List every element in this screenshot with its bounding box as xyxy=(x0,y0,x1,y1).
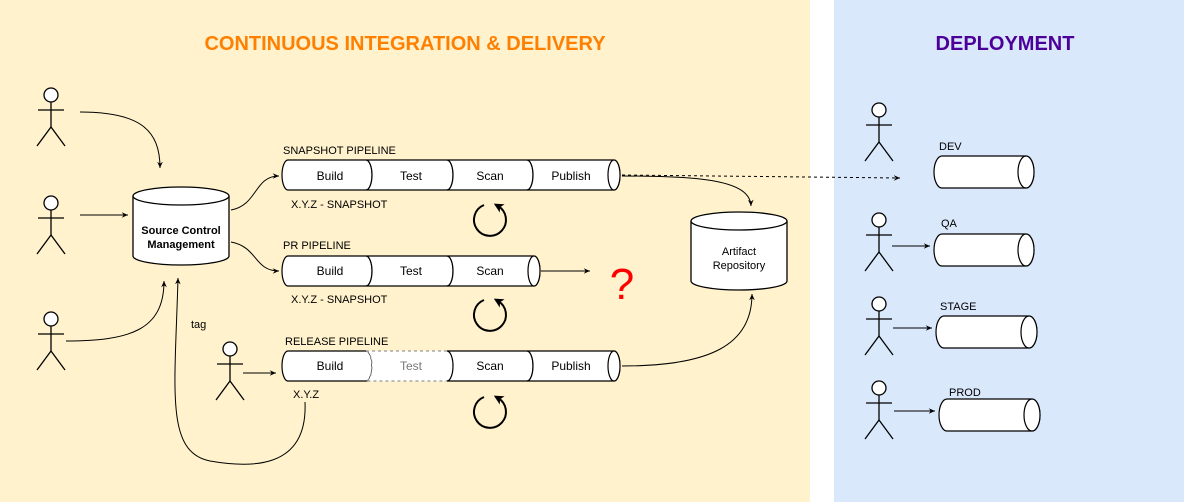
pr-repeat-icon xyxy=(472,298,507,332)
commit-connector-1 xyxy=(79,111,163,169)
release-version-label: X.Y.Z xyxy=(293,389,319,401)
release-repeat-icon xyxy=(472,395,507,429)
ci-panel-title: CONTINUOUS INTEGRATION & DELIVERY xyxy=(204,33,606,55)
release-pipeline xyxy=(281,350,621,382)
tag-label: tag xyxy=(191,319,206,331)
env-prod-label: PROD xyxy=(949,387,981,399)
pr-stage-test-label: Test xyxy=(400,264,423,278)
commit-connector-3 xyxy=(65,280,167,342)
pr-version-label: X.Y.Z - SNAPSHOT xyxy=(291,294,388,306)
env-stage-label: STAGE xyxy=(940,301,976,313)
snapshot-version-label: X.Y.Z - SNAPSHOT xyxy=(291,199,388,211)
release-stage-publish-label: Publish xyxy=(551,359,590,373)
release-pipeline-title: RELEASE PIPELINE xyxy=(285,336,388,348)
release-stage-test-label: Test xyxy=(400,359,423,373)
artifact-repository-label-line2: Repository xyxy=(713,260,766,272)
tag-connector xyxy=(174,277,306,465)
prod-actor xyxy=(864,380,894,440)
source-control-database xyxy=(132,186,230,266)
snapshot-stage-build-label: Build xyxy=(317,169,344,183)
env-qa-cylinder xyxy=(933,233,1035,267)
stage-actor xyxy=(864,296,894,356)
env-qa-label: QA xyxy=(941,218,958,230)
developer-actor-2 xyxy=(36,195,66,255)
scm-to-pr-connector xyxy=(230,241,280,274)
developer-actor-1 xyxy=(36,87,66,147)
env-dev-label: DEV xyxy=(939,141,962,153)
snapshot-stage-scan-label: Scan xyxy=(476,169,503,183)
snapshot-to-dev-connector xyxy=(621,174,901,181)
snapshot-stage-publish-label: Publish xyxy=(551,169,590,183)
source-control-label-line2: Management xyxy=(147,239,215,251)
env-prod-cylinder xyxy=(938,398,1041,432)
snapshot-repeat-icon xyxy=(472,203,507,237)
artifact-repository-database xyxy=(690,211,788,291)
snapshot-publish-to-repository-connector xyxy=(621,175,754,207)
release-stage-scan-label: Scan xyxy=(476,359,503,373)
pr-pipeline xyxy=(281,255,541,287)
snapshot-pipeline xyxy=(281,159,621,191)
snapshot-stage-test-label: Test xyxy=(400,169,423,183)
release-publish-to-repository-connector xyxy=(621,293,755,367)
dev-actor xyxy=(864,102,894,162)
release-stage-build-label: Build xyxy=(317,359,344,373)
source-control-label-line1: Source Control xyxy=(141,225,220,237)
developer-actor-3 xyxy=(36,311,66,371)
artifact-repository-label-line1: Artifact xyxy=(722,246,756,258)
pr-outcome-question-mark: ? xyxy=(610,260,634,309)
env-dev-cylinder xyxy=(933,155,1035,189)
pr-stage-build-label: Build xyxy=(317,264,344,278)
env-stage-cylinder xyxy=(935,315,1038,349)
qa-actor xyxy=(864,212,894,272)
snapshot-pipeline-title: SNAPSHOT PIPELINE xyxy=(283,145,396,157)
release-actor xyxy=(215,341,245,401)
pr-stage-scan-label: Scan xyxy=(476,264,503,278)
pr-pipeline-title: PR PIPELINE xyxy=(283,240,351,252)
ci-panel xyxy=(0,0,810,502)
deployment-panel-title: DEPLOYMENT xyxy=(936,33,1075,55)
scm-to-snapshot-connector xyxy=(230,173,280,211)
